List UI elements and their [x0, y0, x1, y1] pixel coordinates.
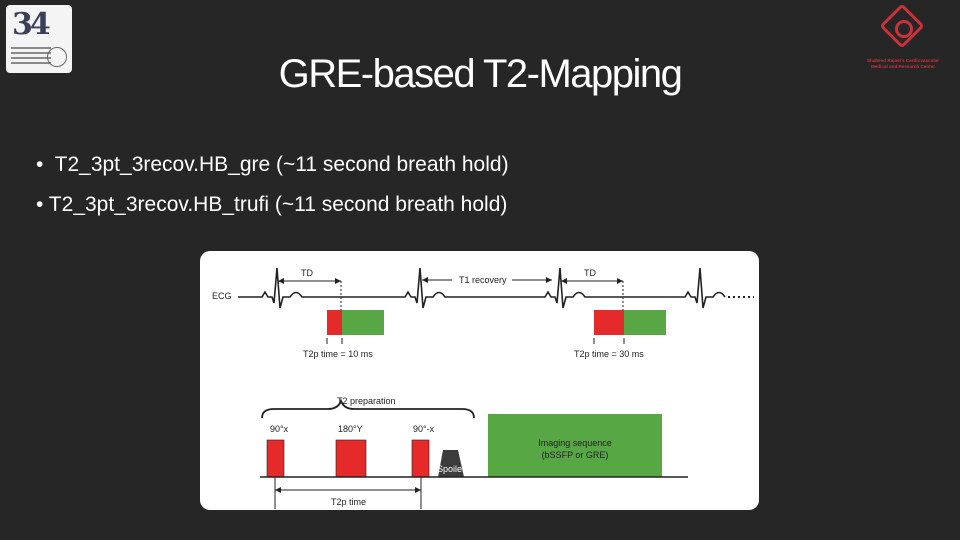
- bullet-trufi: • T2_3pt_3recov.HB_trufi (~11 second bre…: [36, 193, 508, 216]
- t2prep-block-2: [594, 310, 624, 335]
- imaging-label-line1: Imaging sequence: [538, 438, 612, 448]
- prep-bracket: [261, 398, 475, 419]
- pulse-180y: [335, 439, 367, 478]
- t2-preparation-label: T2 preparation: [337, 396, 396, 406]
- pulse-90mx: [411, 439, 430, 478]
- imaging-label-line2: (bSSFP or GRE): [542, 450, 609, 460]
- td-label-1: TD: [301, 268, 313, 278]
- spoiler-label: Spoiler: [437, 464, 465, 474]
- readout-block-2: [624, 310, 666, 335]
- institution-logo-left: 34: [6, 5, 72, 73]
- bullet-gre: • T2_3pt_3recov.HB_gre (~11 second breat…: [36, 153, 509, 176]
- slide-title: GRE-based T2-Mapping: [278, 52, 683, 96]
- t2p-time-1: T2p time = 10 ms: [303, 349, 373, 359]
- t1-recovery-label: T1 recovery: [459, 275, 507, 285]
- t2prep-block-1: [327, 310, 342, 335]
- pulse-90x-label: 90°x: [270, 424, 289, 434]
- imaging-sequence-block: [488, 414, 662, 477]
- recovery-label-bg: [452, 273, 512, 286]
- logo-caption: Shaheed Rajaei's Cardiovascular Medical …: [866, 58, 940, 69]
- logo-number: 34: [12, 7, 51, 42]
- readout-block-1: [342, 310, 384, 335]
- ecg-label: ECG: [212, 291, 232, 301]
- pulse-180y-label: 180°Y: [338, 424, 363, 434]
- bullet-list: • T2_3pt_3recov.HB_gre (~11 second breat…: [36, 145, 509, 225]
- pulse-90mx-label: 90°-x: [413, 424, 435, 434]
- rajaie-center-logo: Shaheed Rajaei's Cardiovascular Medical …: [858, 3, 948, 74]
- seal-icon: [47, 47, 67, 67]
- logo-text-lines: [11, 47, 51, 67]
- spoiler-gradient: [438, 450, 464, 477]
- diagram-svg: ECG TD T1 recovery TD T2p time = 10 ms T…: [212, 267, 754, 509]
- pulse-90x: [266, 439, 285, 478]
- t2p-time-2: T2p time = 30 ms: [574, 349, 644, 359]
- td-label-2: TD: [584, 268, 596, 278]
- heart-icon: [895, 20, 913, 38]
- t2p-time-bottom-label: T2p time: [331, 497, 366, 507]
- t2-mapping-diagram: ECG TD T1 recovery TD T2p time = 10 ms T…: [200, 251, 759, 510]
- ecg-trace: [238, 267, 726, 309]
